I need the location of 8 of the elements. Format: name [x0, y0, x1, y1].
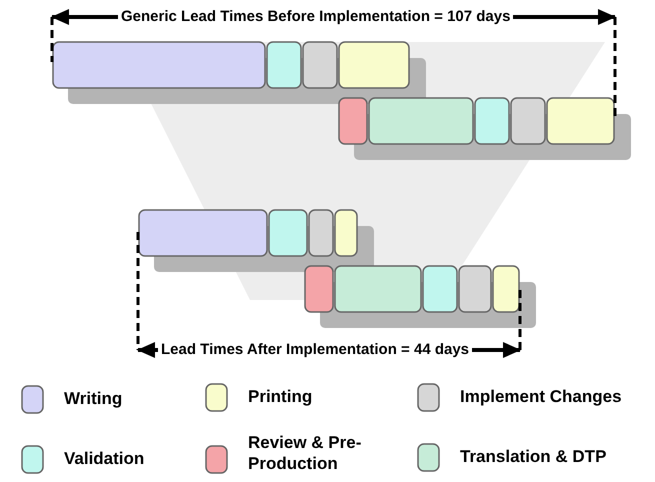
legend-label: Validation	[64, 448, 144, 469]
legend-label: Implement Changes	[460, 386, 622, 407]
legend-label: Printing	[248, 386, 312, 407]
dimension-label: Generic Lead Times Before Implementation = 107 days	[118, 8, 514, 26]
legend-label: Translation & DTP	[460, 446, 606, 467]
dimension-label: Lead Times After Implementation = 44 days	[158, 341, 472, 359]
legend-label: Writing	[64, 388, 122, 409]
legend-label: Review & Pre-Production	[248, 432, 362, 474]
